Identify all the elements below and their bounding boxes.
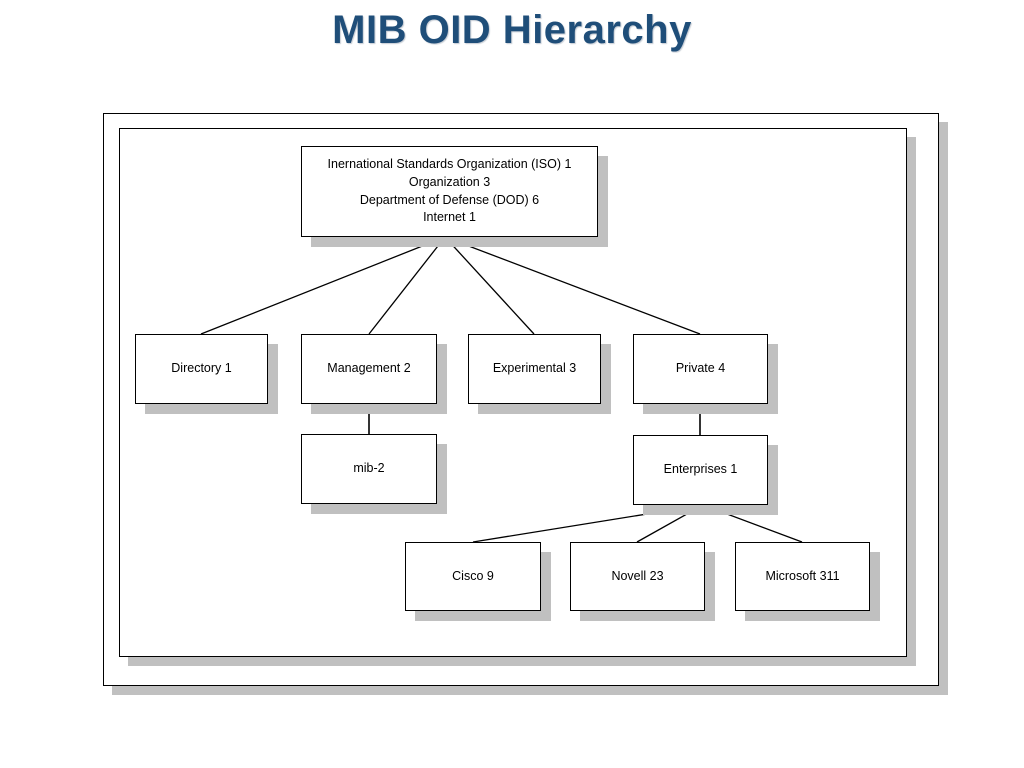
node-label: Cisco 9 xyxy=(452,568,494,583)
node-label: Directory 1 xyxy=(171,361,232,376)
node-private[interactable]: Private 4 xyxy=(633,334,768,404)
node-label: Private 4 xyxy=(675,361,726,376)
node-line-iso: Inernational Standards Organization (ISO… xyxy=(327,157,572,171)
node-label: Novell 23 xyxy=(611,568,664,583)
node-enterprises[interactable]: Enterprises 1 xyxy=(633,435,768,505)
node-microsoft[interactable]: Microsoft 311 xyxy=(735,542,870,611)
node-management[interactable]: Management 2 xyxy=(301,334,437,404)
node-label: Management 2 xyxy=(327,361,411,376)
node-label: mib-2 xyxy=(353,461,385,476)
node-novell[interactable]: Novell 23 xyxy=(570,542,705,611)
node-experimental[interactable]: Experimental 3 xyxy=(468,334,601,404)
node-label: Enterprises 1 xyxy=(663,462,738,477)
node-label: Experimental 3 xyxy=(492,361,577,376)
node-cisco[interactable]: Cisco 9 xyxy=(405,542,541,611)
node-directory[interactable]: Directory 1 xyxy=(135,334,268,404)
node-line-dod: Department of Defense (DOD) 6 xyxy=(359,192,540,207)
node-line-internet: Internet 1 xyxy=(423,210,476,225)
page-title: MIB OID Hierarchy xyxy=(332,8,692,52)
node-internet-root[interactable]: Inernational Standards Organization (ISO… xyxy=(301,146,598,237)
node-mib2[interactable]: mib-2 xyxy=(301,434,437,504)
node-label: Microsoft 311 xyxy=(765,568,840,583)
node-line-org: Organization 3 xyxy=(408,174,491,189)
